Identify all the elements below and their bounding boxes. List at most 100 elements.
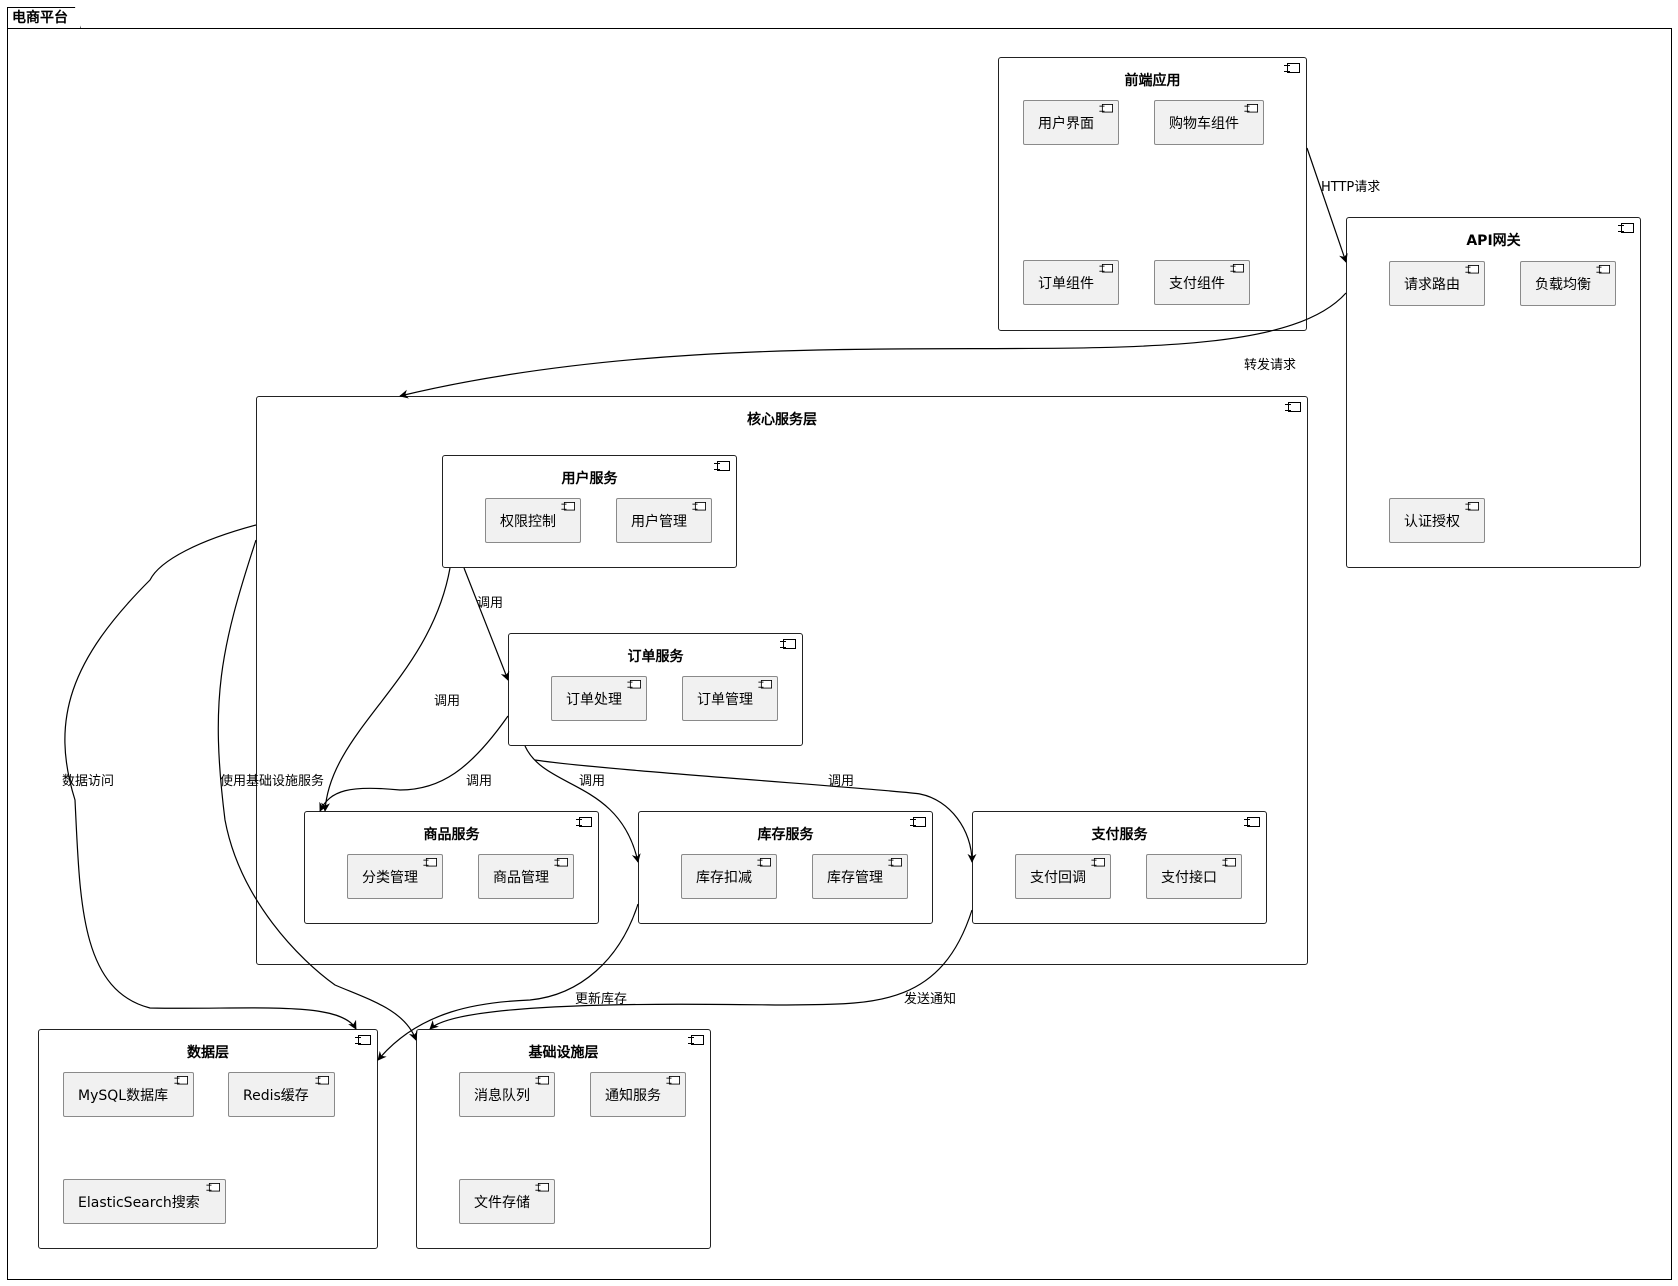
component-icon: [423, 858, 437, 867]
order-processing-box[interactable]: 订单处理: [551, 676, 647, 721]
user-management-box[interactable]: 用户管理: [616, 498, 712, 543]
component-icon: [561, 502, 575, 511]
edge-forward-request: [399, 292, 1347, 399]
edge-label-call-user-product: 调用: [434, 694, 461, 709]
redis-box[interactable]: Redis缓存: [228, 1072, 335, 1117]
data-layer-component[interactable]: 数据层 MySQL数据库 Redis缓存 ElasticSearch搜索: [38, 1029, 378, 1249]
component-icon: [688, 1035, 704, 1045]
order-management-box[interactable]: 订单管理: [682, 676, 778, 721]
edge-order-to-payment: [534, 759, 977, 863]
product-management-box[interactable]: 商品管理: [478, 854, 574, 899]
api-gateway-component[interactable]: API网关 请求路由 负载均衡 认证授权: [1346, 217, 1641, 568]
gateway-title: API网关: [1466, 233, 1521, 249]
component-icon: [1244, 817, 1260, 827]
box-label: 负载均衡: [1535, 276, 1591, 293]
payment-service-title: 支付服务: [1091, 827, 1148, 843]
request-routing-box[interactable]: 请求路由: [1389, 261, 1485, 306]
inventory-service-component[interactable]: 库存服务 库存扣减 库存管理: [638, 811, 933, 924]
box-label: ElasticSearch搜索: [78, 1194, 200, 1211]
edge-update-inventory: [377, 903, 639, 1061]
order-service-component[interactable]: 订单服务 订单处理 订单管理: [508, 633, 803, 746]
edge-label-use-infra: 使用基础设施服务: [220, 774, 325, 789]
box-label: 商品管理: [493, 869, 549, 886]
product-service-component[interactable]: 商品服务 分类管理 商品管理: [304, 811, 599, 924]
message-queue-box[interactable]: 消息队列: [459, 1072, 555, 1117]
box-label: 支付接口: [1161, 869, 1217, 886]
auth-box[interactable]: 认证授权: [1389, 498, 1485, 543]
component-icon: [355, 1035, 371, 1045]
component-icon: [1091, 858, 1105, 867]
component-icon: [1284, 63, 1300, 73]
box-label: 文件存储: [474, 1194, 530, 1211]
box-label: 通知服务: [605, 1087, 661, 1104]
notification-service-box[interactable]: 通知服务: [590, 1072, 686, 1117]
box-label: 分类管理: [362, 869, 418, 886]
payment-callback-box[interactable]: 支付回调: [1015, 854, 1111, 899]
payment-service-component[interactable]: 支付服务 支付回调 支付接口: [972, 811, 1267, 924]
box-label: 权限控制: [500, 513, 556, 530]
payment-interface-box[interactable]: 支付接口: [1146, 854, 1242, 899]
edge-order-to-inventory: [524, 745, 641, 863]
file-storage-box[interactable]: 文件存储: [459, 1179, 555, 1224]
user-service-component[interactable]: 用户服务 权限控制 用户管理: [442, 455, 737, 568]
component-icon: [757, 858, 771, 867]
component-icon: [758, 680, 772, 689]
component-icon: [535, 1076, 549, 1085]
component-icon: [1099, 104, 1113, 113]
component-icon: [1230, 264, 1244, 273]
permission-control-box[interactable]: 权限控制: [485, 498, 581, 543]
frontend-title: 前端应用: [1124, 73, 1181, 89]
edge-label-forward: 转发请求: [1244, 358, 1297, 373]
component-icon: [1465, 502, 1479, 511]
elasticsearch-box[interactable]: ElasticSearch搜索: [63, 1179, 226, 1224]
inventory-management-box[interactable]: 库存管理: [812, 854, 908, 899]
component-icon: [666, 1076, 680, 1085]
box-label: 用户管理: [631, 513, 687, 530]
edge-label-data-access: 数据访问: [62, 774, 115, 789]
product-service-title: 商品服务: [423, 827, 480, 843]
cart-component-box[interactable]: 购物车组件: [1154, 100, 1264, 145]
user-interface-box[interactable]: 用户界面: [1023, 100, 1119, 145]
load-balancing-box[interactable]: 负载均衡: [1520, 261, 1616, 306]
component-icon: [1222, 858, 1236, 867]
box-label: 订单处理: [566, 691, 622, 708]
box-label: 请求路由: [1404, 276, 1460, 293]
infrastructure-layer-component[interactable]: 基础设施层 消息队列 通知服务 文件存储: [416, 1029, 711, 1249]
component-icon: [174, 1076, 188, 1085]
box-label: 购物车组件: [1169, 115, 1239, 132]
box-label: 用户界面: [1038, 115, 1094, 132]
user-service-title: 用户服务: [561, 471, 618, 487]
box-label: MySQL数据库: [78, 1087, 169, 1104]
edge-data-access: [64, 524, 357, 1030]
edge-label-call-order-product: 调用: [466, 774, 493, 789]
component-icon: [315, 1076, 329, 1085]
mysql-box[interactable]: MySQL数据库: [63, 1072, 194, 1117]
component-icon: [1596, 265, 1610, 274]
package-tab: 电商平台: [7, 7, 81, 29]
edge-order-to-product: [319, 715, 509, 812]
component-icon: [910, 817, 926, 827]
component-icon: [206, 1183, 220, 1192]
component-icon: [627, 680, 641, 689]
component-icon: [576, 817, 592, 827]
edge-label-call-user-order: 调用: [477, 596, 504, 611]
edge-http-request: [1306, 147, 1348, 263]
box-label: 消息队列: [474, 1087, 530, 1104]
category-management-box[interactable]: 分类管理: [347, 854, 443, 899]
component-icon: [714, 461, 730, 471]
order-service-title: 订单服务: [627, 649, 684, 665]
order-component-box[interactable]: 订单组件: [1023, 260, 1119, 305]
inventory-deduction-box[interactable]: 库存扣减: [681, 854, 777, 899]
edge-label-http: HTTP请求: [1321, 180, 1381, 195]
component-icon: [554, 858, 568, 867]
box-label: 库存扣减: [696, 869, 752, 886]
frontend-component[interactable]: 前端应用 用户界面 购物车组件 订单组件 支付组件: [998, 57, 1307, 331]
edge-send-notification: [429, 909, 973, 1030]
edge-label-call-order-payment: 调用: [828, 774, 855, 789]
component-icon: [1099, 264, 1113, 273]
component-icon: [692, 502, 706, 511]
box-label: 订单管理: [697, 691, 753, 708]
infra-title: 基础设施层: [528, 1045, 599, 1061]
payment-component-box[interactable]: 支付组件: [1154, 260, 1250, 305]
